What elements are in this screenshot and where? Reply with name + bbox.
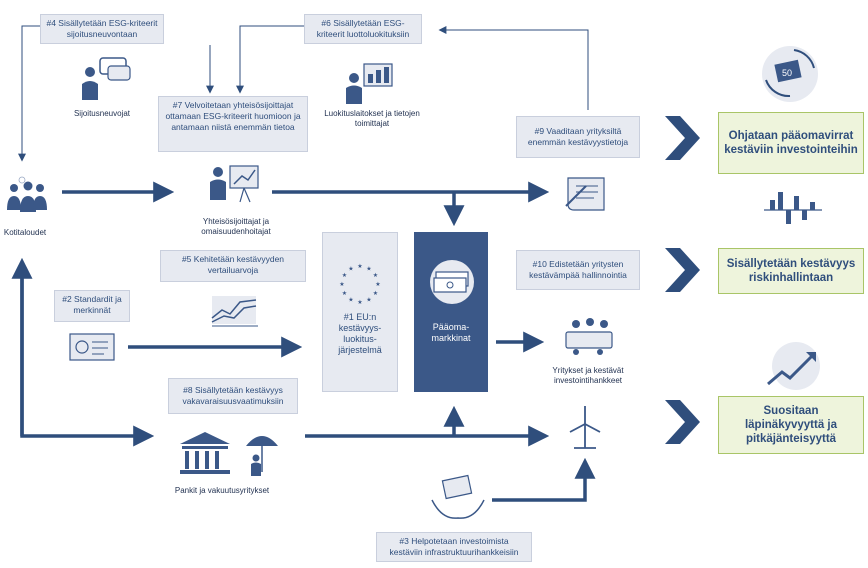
connector-n4-households	[18, 25, 40, 162]
note-9: #9 Vaaditaan yrityksiltä enemmän kestävy…	[516, 116, 640, 158]
svg-text:★: ★	[348, 297, 353, 304]
money-stack-icon	[430, 260, 474, 304]
connector-n6-n7	[236, 25, 304, 94]
capital-markets-box	[414, 232, 488, 392]
eu-taxonomy-label: #1 EU:n kestävyys-luokitus-järjestelmä	[338, 312, 382, 355]
money-hands-icon	[431, 474, 485, 519]
connector-n9-n6	[438, 26, 589, 110]
coin-euro-icon: 50	[762, 46, 818, 102]
note-4: #4 Sisällytetään ESG-kriteerit sijoitusn…	[40, 14, 164, 44]
svg-text:★: ★	[373, 272, 378, 279]
label-institutional: Yhteisösijoittajat ja omaisuudenhoitajat	[201, 217, 271, 236]
umbrella-icon	[246, 436, 278, 476]
svg-text:★: ★	[373, 290, 378, 297]
goal-transparency: Suositaan läpinäkyvyyttä ja pitkäjänteis…	[718, 396, 864, 454]
note-3: #3 Helpotetaan investoimista kestäviin i…	[376, 532, 532, 562]
label-companies: Yritykset ja kestävät investointihankkee…	[552, 366, 624, 385]
risk-bars-icon	[764, 192, 822, 224]
svg-text:★: ★	[375, 281, 380, 288]
goal-risk-management: Sisällytetään kestävyys riskinhallintaan	[718, 248, 864, 294]
institutional-icon	[210, 165, 259, 203]
raters-icon	[346, 63, 393, 104]
households-icon	[7, 176, 47, 212]
benchmark-chart-icon	[211, 296, 258, 327]
wind-turbine-icon	[569, 406, 601, 449]
svg-text:★: ★	[366, 266, 371, 273]
note-5: #5 Kehitetään kestävyyden vertailuarvoja	[160, 250, 306, 282]
note-8: #8 Sisällytetään kestävyys vakavaraisuus…	[168, 378, 298, 414]
advisors-icon	[82, 57, 131, 100]
goal-capital-flows: Ohjataan pääomavirrat kestäviin investoi…	[718, 112, 864, 174]
chevron-icon	[665, 116, 700, 160]
trend-up-icon	[767, 342, 820, 390]
svg-text:50: 50	[782, 68, 792, 78]
svg-text:★: ★	[366, 297, 371, 304]
chevron-icon	[665, 248, 700, 292]
contract-icon	[565, 177, 605, 211]
label-advisors: Sijoitusneuvojat	[73, 109, 131, 118]
label-raters: Luokituslaitokset ja tietojen toimittaja…	[324, 109, 420, 128]
label-households: Kotitaloudet	[3, 228, 47, 237]
note-2: #2 Standardit ja merkinnät	[54, 290, 130, 322]
svg-text:★: ★	[348, 266, 353, 273]
certificate-icon	[69, 333, 115, 361]
chevron-icon	[665, 400, 700, 444]
arrow-infra-wind	[492, 457, 596, 502]
note-10: #10 Edistetään yritysten kestävämpää hal…	[516, 250, 640, 290]
capital-markets-label: Pääoma-markkinat	[431, 322, 471, 343]
svg-text:★: ★	[339, 281, 344, 288]
label-banks: Pankit ja vakuutusyritykset	[174, 486, 270, 495]
svg-text:★: ★	[357, 263, 362, 270]
svg-text:★: ★	[342, 272, 347, 279]
note-7: #7 Velvoitetaan yhteisösijoittajat ottam…	[158, 96, 308, 152]
flow-arrows	[11, 181, 596, 502]
svg-text:★: ★	[357, 299, 362, 306]
eu-taxonomy-box	[322, 232, 398, 392]
chevrons	[665, 116, 700, 444]
note-6: #6 Sisällytetään ESG-kriteerit luottoluo…	[304, 14, 422, 44]
eu-stars-icon: ★★★★★★ ★★★★★★	[339, 263, 380, 306]
svg-text:★: ★	[342, 290, 347, 297]
banks-icon	[180, 432, 230, 474]
meeting-table-icon	[565, 318, 613, 355]
thin-connectors	[18, 25, 589, 162]
